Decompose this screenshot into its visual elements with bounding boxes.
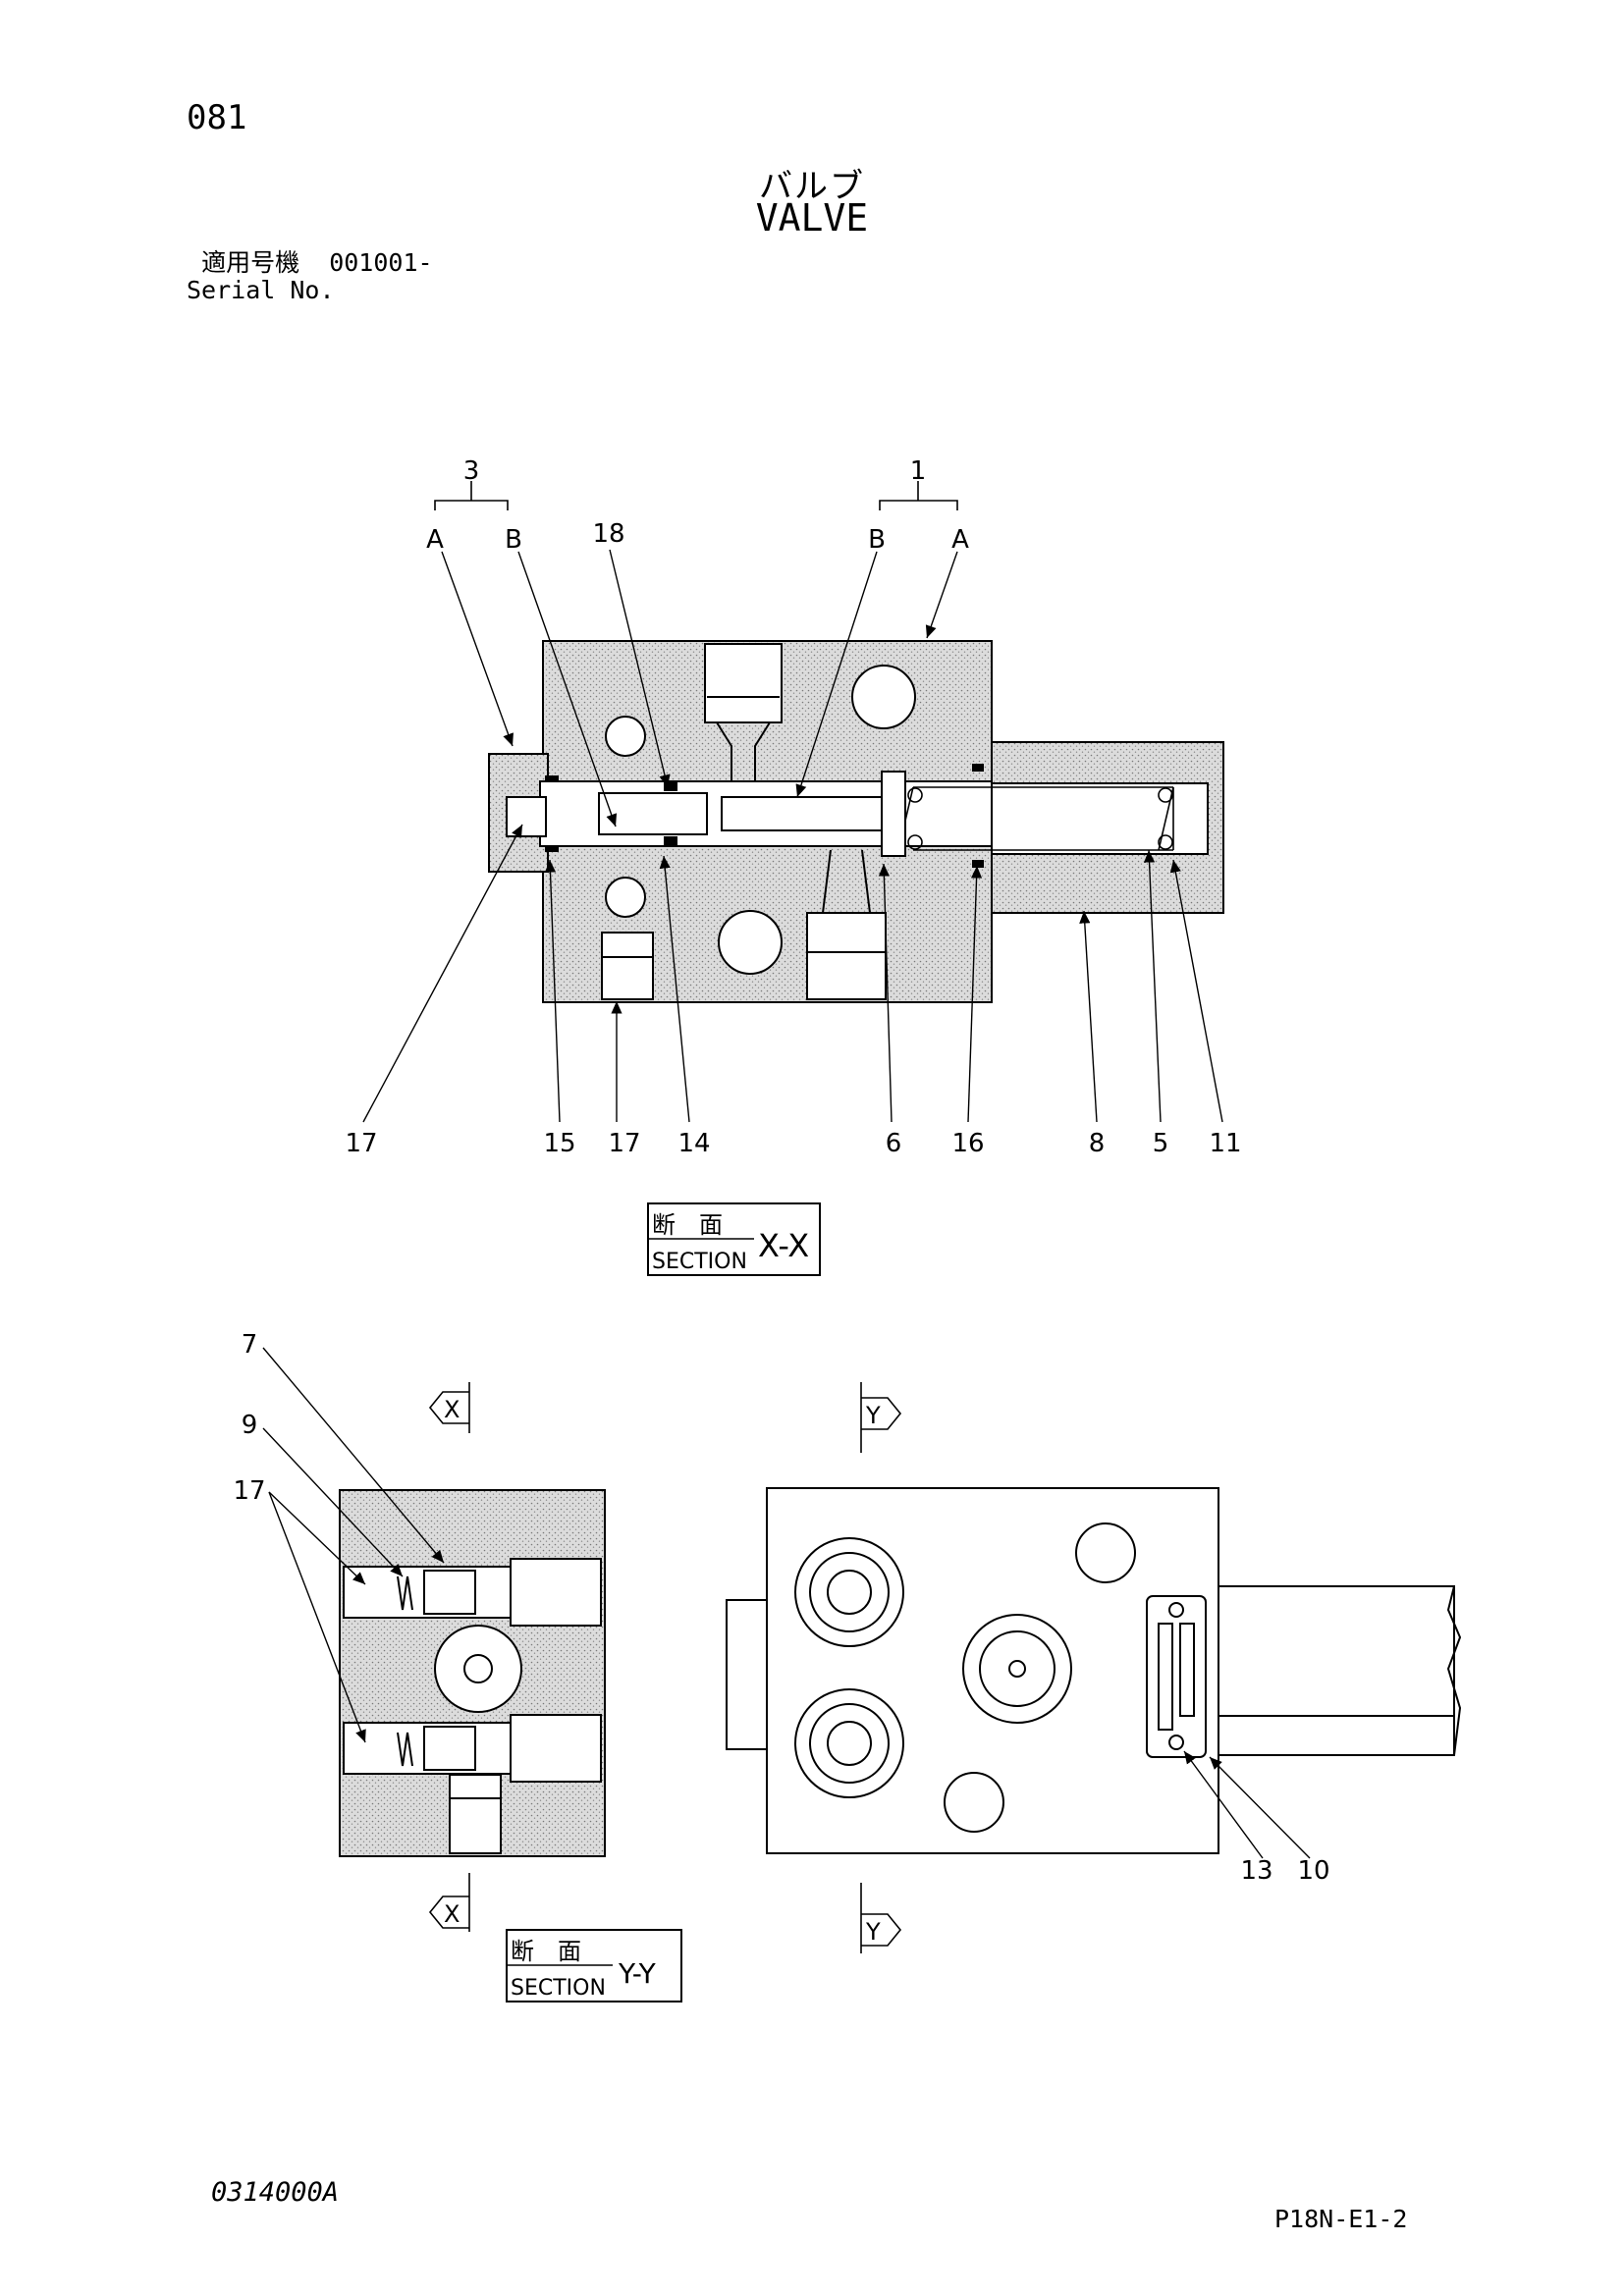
title-japanese: バルブ: [759, 167, 865, 206]
section-xx-labels: 3 1 A B B A 18 17 15 17 14 6 16 8 5 11: [345, 456, 1241, 1158]
x-arrow-bottom: X: [428, 1873, 470, 1932]
callout-9: 9: [242, 1411, 258, 1440]
callout-15: 15: [543, 1129, 575, 1158]
sheet-code: P18N-E1-2: [1274, 2205, 1408, 2233]
title-english: VALVE: [755, 196, 869, 240]
sub-label-b-left: B: [505, 525, 522, 555]
serial-value: 001001-: [329, 248, 433, 277]
section-yy-en: SECTION: [511, 1976, 606, 2001]
x-arrow-bottom-label: X: [444, 1900, 460, 1928]
page-number: 081: [187, 98, 247, 137]
section-xx-jp: 断 面: [652, 1211, 723, 1239]
section-yy-code: Y-Y: [618, 1957, 657, 1990]
section-xx-view: [488, 640, 1224, 1003]
callout-13: 13: [1240, 1856, 1272, 1886]
serial-label-en: Serial No.: [187, 276, 335, 304]
section-xx-leaders: [362, 549, 1223, 1123]
serial-block: 適用号機 001001- Serial No.: [187, 249, 433, 304]
callout-18: 18: [592, 519, 624, 549]
section-xx-code: X-X: [758, 1227, 809, 1264]
section-yy-jp: 断 面: [511, 1938, 581, 1965]
section-yy-view: [339, 1489, 606, 1857]
group-label-1: 1: [910, 456, 927, 486]
y-arrow-top-label: Y: [865, 1402, 881, 1429]
callout-7: 7: [242, 1330, 258, 1360]
y-arrow-bottom-label: Y: [865, 1918, 881, 1946]
callout-17-a: 17: [345, 1129, 377, 1158]
section-yy-title-box: 断 面 SECTION Y-Y: [506, 1929, 682, 2002]
group-label-3: 3: [463, 456, 480, 486]
side-view-labels: 13 10: [1240, 1856, 1329, 1886]
x-arrow-top: X: [428, 1382, 470, 1433]
callout-11: 11: [1209, 1129, 1241, 1158]
callout-17-c: 17: [233, 1476, 265, 1506]
section-xx-en: SECTION: [652, 1250, 747, 1274]
callout-6: 6: [886, 1129, 902, 1158]
sub-label-a-right: A: [951, 525, 969, 555]
y-arrow-top: Y: [860, 1382, 902, 1453]
sub-label-b-right: B: [868, 525, 886, 555]
callout-17-b: 17: [608, 1129, 640, 1158]
callout-8: 8: [1089, 1129, 1106, 1158]
sub-label-a-left: A: [426, 525, 444, 555]
drawing-code: 0314000A: [211, 2177, 340, 2208]
section-yy-leaders: [262, 1347, 445, 1743]
callout-16: 16: [951, 1129, 984, 1158]
callout-14: 14: [677, 1129, 710, 1158]
serial-label-jp: 適用号機: [201, 248, 300, 277]
side-view-leaders: [1183, 1750, 1311, 1859]
section-yy-labels: 7 9 17: [233, 1330, 265, 1506]
section-xx-title-box: 断 面 SECTION X-X: [647, 1202, 821, 1276]
section-xx-brackets: [434, 481, 958, 510]
callout-10: 10: [1297, 1856, 1329, 1886]
x-arrow-top-label: X: [444, 1396, 460, 1423]
callout-5: 5: [1153, 1129, 1169, 1158]
side-view: [726, 1487, 1462, 1854]
y-arrow-bottom: Y: [860, 1883, 902, 1953]
